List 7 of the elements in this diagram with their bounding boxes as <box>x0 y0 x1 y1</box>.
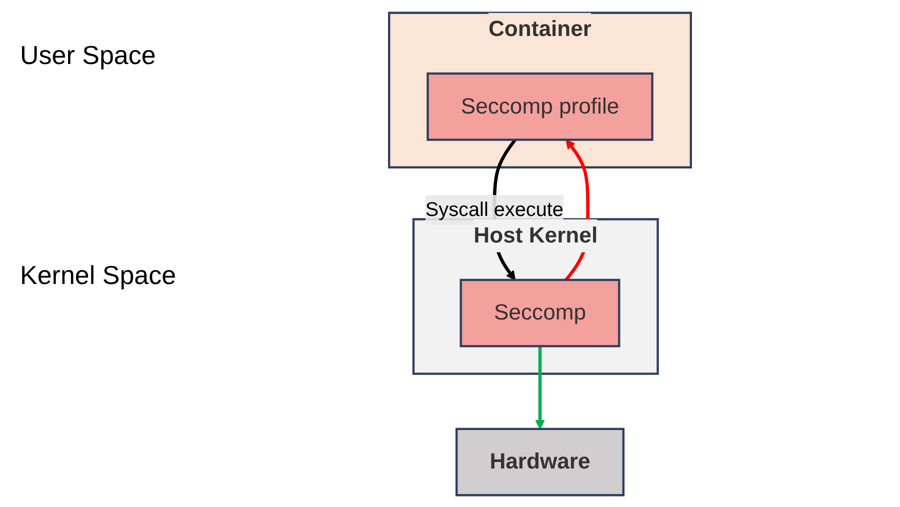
node-box: Seccomp <box>460 278 620 347</box>
node-box: Hardware <box>455 427 625 496</box>
region-label: Kernel Space <box>20 260 176 291</box>
node-box: Seccomp profile <box>426 72 654 140</box>
region-label: User Space <box>20 40 156 71</box>
arrow <box>535 346 545 429</box>
edge-label: Syscall execute <box>425 198 564 220</box>
